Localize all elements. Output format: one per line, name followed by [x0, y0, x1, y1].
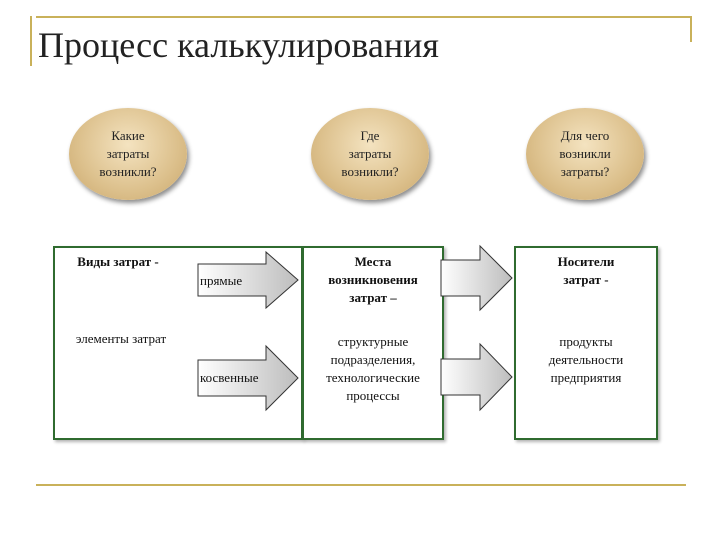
frame-bottom-line [36, 484, 686, 486]
frame-left-line [30, 16, 32, 66]
frame-right-line [690, 16, 692, 42]
direct-costs-label: прямые [200, 273, 243, 288]
question-oval-why: Для чего возникли затраты? [526, 108, 644, 200]
body-line: структурные [337, 334, 409, 349]
cost-carriers-heading: Носители затрат - [514, 253, 658, 289]
cost-elements-label: элементы затрат [75, 331, 167, 346]
oval-text-line: возникли? [99, 164, 157, 179]
body-line: процессы [346, 388, 400, 403]
frame-top-line [36, 16, 690, 18]
cost-types-heading: Виды затрат - [77, 254, 159, 269]
body-line: подразделения, [330, 352, 416, 367]
arrow-to-carriers-top-icon [440, 244, 513, 312]
arrow-to-carriers-bottom-icon [440, 342, 513, 412]
oval-text-line: затраты [106, 146, 150, 161]
indirect-costs-label: косвенные [200, 370, 259, 385]
cost-centers-box [302, 246, 444, 440]
question-oval-what: Какие затраты возникли? [69, 108, 187, 200]
body-line: продукты [559, 334, 613, 349]
oval-text-line: затраты [348, 146, 392, 161]
indirect-arrow-icon [197, 344, 299, 412]
oval-text-line: затраты? [560, 164, 610, 179]
body-line: деятельности [548, 352, 624, 367]
oval-text-line: Для чего [560, 128, 610, 143]
heading-line: Места [354, 254, 392, 269]
oval-text-line: возникли [559, 146, 611, 161]
cost-centers-heading: Места возникновения затрат – [302, 253, 444, 307]
heading-line: Носители [557, 254, 615, 269]
heading-line: затрат - [563, 272, 609, 287]
oval-text-line: возникли? [341, 164, 399, 179]
oval-text-line: Какие [111, 128, 145, 143]
page-title: Процесс калькулирования [38, 25, 439, 65]
body-line: технологические [326, 370, 420, 385]
direct-arrow-icon [197, 250, 299, 310]
question-oval-where: Где затраты возникли? [311, 108, 429, 200]
heading-line: возникновения [328, 272, 418, 287]
body-line: предприятия [550, 370, 622, 385]
heading-line: затрат – [349, 290, 397, 305]
oval-text-line: Где [360, 128, 380, 143]
cost-centers-body: структурные подразделения, технологическ… [302, 333, 444, 405]
cost-carriers-box [514, 246, 658, 440]
cost-carriers-body: продукты деятельности предприятия [514, 333, 658, 387]
